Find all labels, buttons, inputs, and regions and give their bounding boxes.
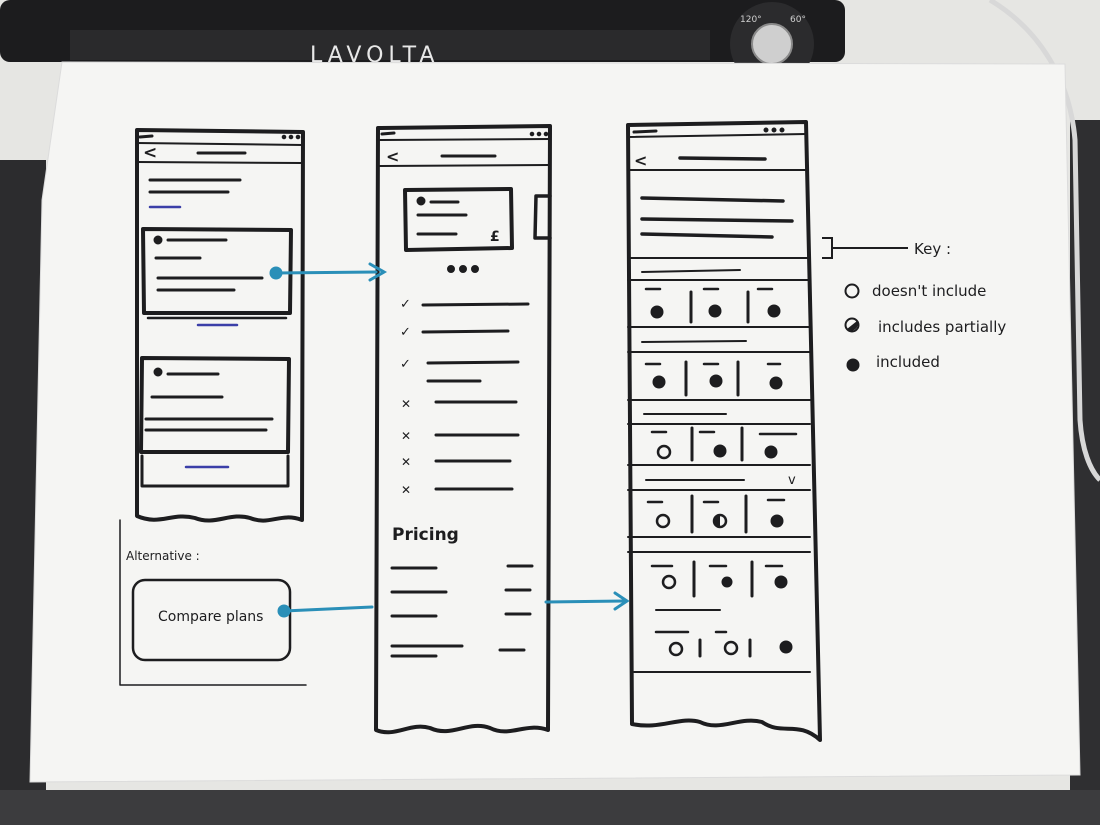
flow-arrow-3 <box>544 591 630 611</box>
screen-1-card-2 <box>139 356 291 454</box>
key-item-2-label: includes partially <box>878 318 1006 336</box>
feature-cross-3: ✕ <box>401 455 411 469</box>
screen-1-back-glyph: < <box>143 143 157 163</box>
key-half-circle-icon <box>844 317 860 333</box>
key-item-3-label: included <box>876 353 940 371</box>
flow-arrow-2 <box>277 604 374 618</box>
feature-cross-2: ✕ <box>401 429 411 443</box>
key-item-1-label: doesn't include <box>872 282 986 300</box>
dial-mark-2: 60° <box>790 15 806 25</box>
cable <box>988 0 1100 482</box>
dial-knob <box>751 23 793 65</box>
kettle-device: LAVOLTA 120° 60° <box>0 0 845 86</box>
feature-cross-1: ✕ <box>401 397 411 411</box>
legend-key: Key : doesn't include includes partially… <box>822 237 1006 372</box>
pricing-heading: Pricing <box>392 525 459 545</box>
phone-screen-3: < v <box>626 120 822 742</box>
screen-2-price-symbol: £ <box>490 229 500 245</box>
alternative-label: Alternative : <box>126 549 200 563</box>
paper-sheet <box>29 61 1081 783</box>
feature-check-2: ✓ <box>400 325 411 340</box>
dial-mark-1: 120° <box>740 15 762 25</box>
feature-cross-4: ✕ <box>401 483 411 497</box>
feature-check-1: ✓ <box>400 297 411 312</box>
screen-3-chevron: v <box>788 473 796 488</box>
feature-check-3: ✓ <box>400 357 411 372</box>
phone-screen-2: < £ ✓ ✓ ✓ ✕ ✕ ✕ ✕ Pricing <box>374 124 552 735</box>
flow-arrow-1 <box>269 262 388 282</box>
screen-1-frame <box>135 128 305 523</box>
key-title: Key : <box>914 240 951 258</box>
screen-3-frame <box>626 120 822 742</box>
desk-shadow-bottom <box>0 790 1100 825</box>
phone-screen-1: < Alternative : Compare plans <box>119 128 307 686</box>
screen-3-back-glyph: < <box>634 151 647 170</box>
screen-2-back-glyph: < <box>386 147 399 166</box>
compare-plans-label: Compare plans <box>158 609 263 625</box>
screen-2-plan-card <box>403 187 514 252</box>
screen-1-card-1 <box>141 227 293 315</box>
key-half-fill <box>847 321 858 331</box>
key-filled-circle-icon <box>846 358 860 372</box>
screen-2-frame <box>374 124 552 735</box>
compare-plans-box <box>131 578 292 662</box>
key-empty-circle-icon <box>844 283 860 299</box>
